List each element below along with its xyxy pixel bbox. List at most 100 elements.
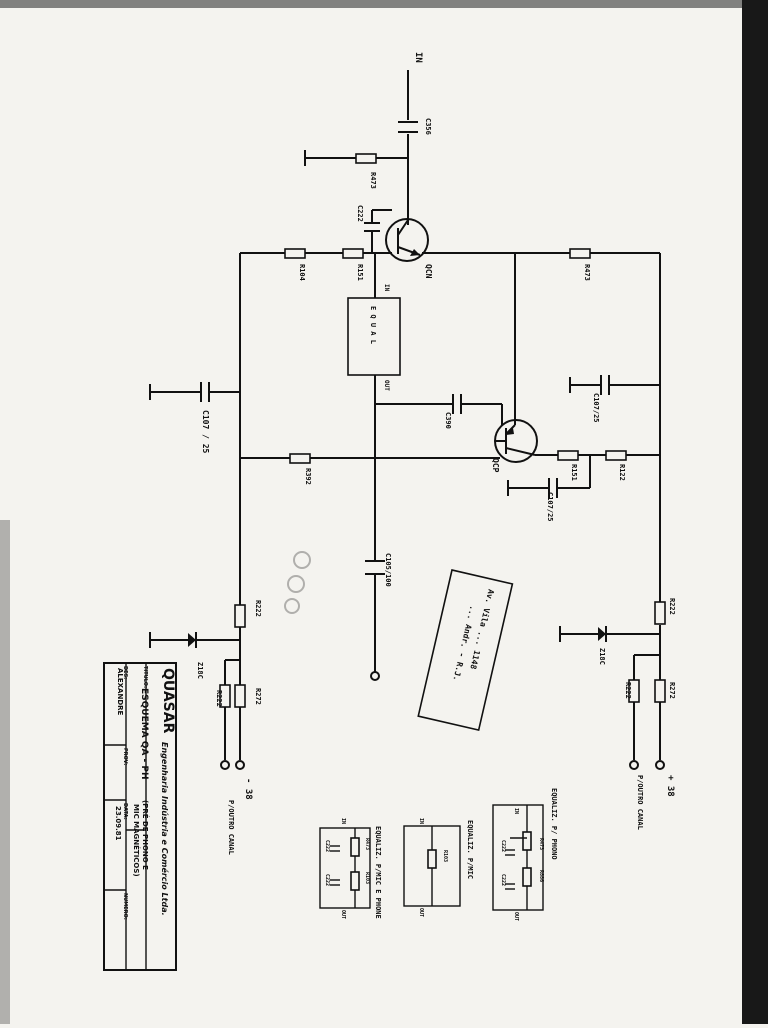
terminal-outro-right — [629, 760, 639, 770]
label-c105-100: C105/100 — [384, 553, 392, 587]
capacitor-c356 — [398, 121, 418, 133]
scan-edge-top — [0, 0, 768, 8]
label-qcp: QCP — [491, 458, 500, 473]
label-equal: E Q U A L — [369, 306, 377, 344]
title-label-des: DES: — [122, 666, 128, 679]
label-minus-38: - 38 — [243, 778, 253, 800]
capacitor-c107-25-left — [200, 382, 210, 402]
zener-z18c-right — [598, 626, 607, 642]
resistor-r151-mid — [557, 450, 579, 461]
label-out-small: OUT — [383, 380, 390, 391]
label-r272-right: R272 — [668, 682, 676, 699]
label-r104: R104 — [298, 264, 306, 281]
scan-edge-left — [0, 520, 10, 1024]
equaliz-phono-title: EQUALIZ. P/ PHONO — [550, 788, 558, 860]
svg-text:OUT: OUT — [418, 908, 424, 917]
svg-text:C222: C222 — [324, 840, 330, 852]
title-main: ESQUEMA QA - PH — [139, 688, 149, 780]
capacitor-c105-100 — [365, 560, 385, 575]
label-qcn: QCN — [424, 264, 433, 279]
svg-text:IN: IN — [340, 818, 346, 824]
label-p-outro-right: P/OUTRO CANAL — [636, 775, 644, 830]
title-subtitle-2: MIC MAGNÉTICOS) — [132, 804, 141, 877]
label-c390: C390 — [444, 412, 452, 429]
label-r473-right: R473 — [583, 264, 591, 281]
equaliz-phono: EQUALIZ. P/ PHONO R473 R886 C222 C222 IN… — [492, 788, 558, 921]
label-r473-top: R473 — [369, 172, 377, 189]
svg-text:R473: R473 — [364, 838, 370, 850]
capacitor-c390 — [452, 394, 462, 414]
label-r151-mid: R151 — [570, 464, 578, 481]
equal-block — [347, 297, 401, 376]
svg-text:R103: R103 — [442, 850, 448, 862]
capacitor-c107-25-right — [600, 375, 610, 395]
wires — [149, 70, 661, 760]
resistor-r222-right — [654, 601, 666, 625]
label-c107-25-mid: C107/25 — [546, 492, 554, 522]
svg-text:IN: IN — [513, 808, 519, 814]
resistor-r151-top — [342, 248, 364, 259]
stamp-line-2: ... Andr. - R.J. — [451, 605, 477, 682]
title-label-data: DATA: — [122, 803, 128, 820]
equaliz-mic-phone: EQUALIZ. P/MIC E PHONE R473 R103 C222 C2… — [319, 818, 382, 919]
svg-text:R473: R473 — [538, 838, 544, 850]
label-r392: R392 — [304, 468, 312, 485]
terminal-plus-38 — [655, 760, 665, 770]
label-z18c-left: Z18C — [196, 662, 204, 679]
title-designer: ALEXANDRE — [116, 668, 124, 716]
equaliz-micphone-title: EQUALIZ. P/MIC E PHONE — [374, 826, 382, 919]
svg-text:OUT: OUT — [340, 910, 346, 919]
title-block: QUASAR Engenharia Indústria e Comércio L… — [103, 662, 177, 971]
svg-text:C222: C222 — [500, 874, 506, 886]
label-r222-right: R222 — [668, 598, 676, 615]
faint-stamp — [284, 551, 311, 614]
resistor-r473-top — [355, 153, 377, 164]
resistor-r222-left — [234, 604, 246, 628]
scan-edge-right — [742, 0, 768, 1024]
label-in: IN — [413, 52, 423, 63]
label-z18c-right: Z18C — [598, 648, 606, 665]
resistor-r392 — [289, 453, 311, 464]
labels: IN C356 R473 C222 QCN R104 R151 R473 IN … — [196, 52, 676, 855]
svg-text:OUT: OUT — [513, 912, 519, 921]
label-r122-mid: R122 — [618, 464, 626, 481]
title-label-prov: PROV: — [122, 748, 128, 765]
title-subtitle-1: (PRÉ DE PHONO E — [141, 800, 150, 870]
resistor-r104 — [284, 248, 306, 259]
svg-text:R886: R886 — [538, 870, 544, 882]
label-c222: C222 — [356, 205, 364, 222]
address-stamp: Av. Vila ... 1148 ... Andr. - R.J. — [417, 569, 514, 732]
label-plus-38: + 38 — [665, 775, 675, 797]
resistor-r222-right-b — [628, 679, 640, 703]
equaliz-mic-title: EQUALIZ. P/MIC — [466, 820, 474, 879]
capacitor-c107-25-mid — [548, 478, 558, 498]
label-p-outro-left: P/OUTRO CANAL — [227, 800, 235, 855]
resistor-r272-left — [234, 684, 246, 708]
label-r222-left-b: R222 — [215, 690, 223, 707]
transistor-qcp — [494, 419, 538, 463]
label-c356: C356 — [424, 118, 432, 135]
capacitor-c222 — [364, 222, 380, 232]
svg-text:C222: C222 — [500, 840, 506, 852]
label-r151-top: R151 — [356, 264, 364, 281]
label-c107-25-left: C107 / 25 — [201, 410, 210, 454]
label-in-small: IN — [383, 284, 390, 292]
equaliz-mic: EQUALIZ. P/MIC R103 IN OUT — [403, 818, 474, 917]
terminal-outro-left — [220, 760, 230, 770]
label-c107-25-right: C107/25 — [592, 393, 600, 423]
zener-z18c-left — [188, 632, 197, 648]
svg-text:C222: C222 — [324, 874, 330, 886]
title-label-titulo: TITULO: — [142, 666, 148, 688]
title-company: QUASAR — [160, 668, 176, 734]
label-r222-right-b: R222 — [624, 682, 632, 699]
label-r272-left: R272 — [254, 688, 262, 705]
transistor-qcn — [385, 218, 429, 262]
resistor-r122-mid — [605, 450, 627, 461]
resistor-r272-right — [654, 679, 666, 703]
title-label-numero: NUMERO: — [122, 893, 128, 920]
resistor-r473-right — [569, 248, 591, 259]
title-company-sub: Engenharia Indústria e Comércio Ltda. — [160, 742, 170, 916]
label-r222-left: R222 — [254, 600, 262, 617]
